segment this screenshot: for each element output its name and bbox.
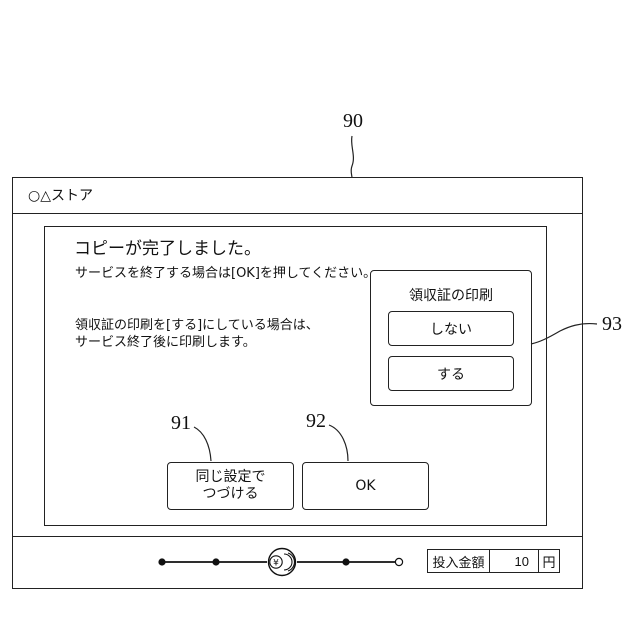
- receipt-yes-button[interactable]: する: [388, 356, 514, 391]
- progress-step-1: [158, 558, 165, 565]
- receipt-panel-title: 領収証の印刷: [370, 285, 532, 305]
- continue-same-settings-button[interactable]: 同じ設定で つづける: [167, 462, 294, 510]
- progress-step-4: [395, 558, 402, 565]
- dialog-heading: コピーが完了しました。: [74, 234, 261, 259]
- yen-coin-icon: ¥: [269, 549, 296, 576]
- continue-same-settings-label-line1: 同じ設定で: [196, 469, 266, 486]
- continue-same-settings-label-line2: つづける: [196, 486, 266, 503]
- svg-text:¥: ¥: [273, 559, 279, 569]
- title-bar: [12, 177, 583, 214]
- store-name: ○△ストア: [28, 185, 93, 205]
- inserted-amount-box: 投入金額 10 円: [427, 549, 560, 573]
- reference-numeral-93: 93: [602, 313, 622, 336]
- inserted-amount-value: 10: [490, 550, 539, 572]
- receipt-message-line1: 領収証の印刷を[する]にしている場合は、: [75, 317, 319, 334]
- leader-line-90: [351, 136, 353, 178]
- reference-numeral-90: 90: [343, 110, 363, 133]
- ok-button[interactable]: OK: [302, 462, 429, 510]
- inserted-amount-unit: 円: [539, 550, 559, 572]
- progress-step-2: [212, 558, 219, 565]
- receipt-no-button[interactable]: しない: [388, 311, 514, 346]
- inserted-amount-label: 投入金額: [428, 550, 490, 572]
- progress-indicator: ¥: [150, 545, 410, 579]
- progress-step-3: [342, 558, 349, 565]
- end-service-message: サービスを終了する場合は[OK]を押してください。: [75, 265, 376, 282]
- receipt-message-line2: サービス終了後に印刷します。: [75, 334, 256, 351]
